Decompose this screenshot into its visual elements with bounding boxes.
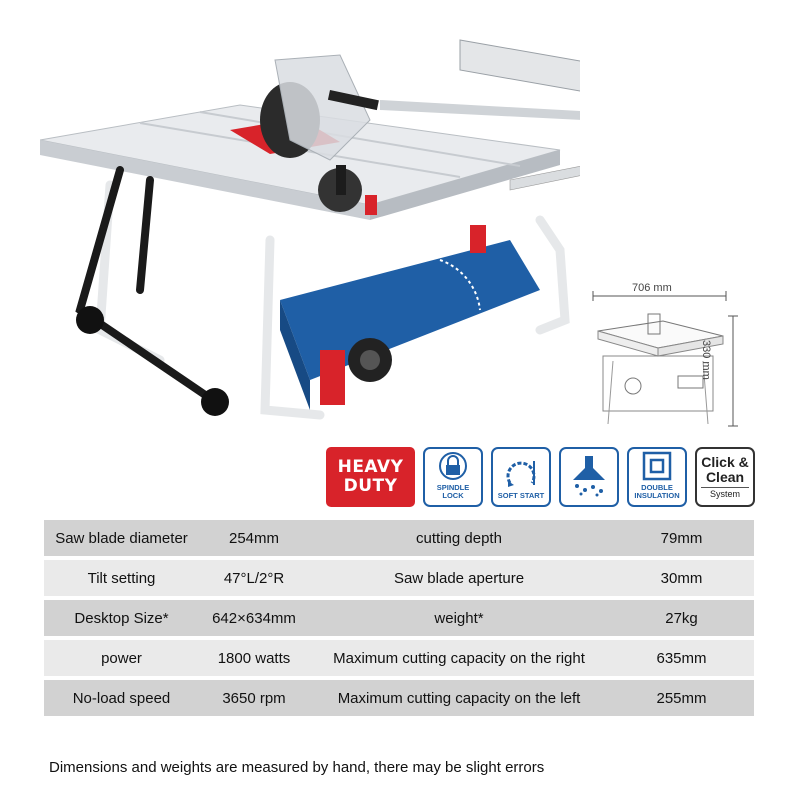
- spec-value: 30mm: [609, 560, 754, 596]
- table-row: No-load speed 3650 rpm Maximum cutting c…: [44, 680, 754, 716]
- wheel: [76, 306, 104, 334]
- spec-label: weight*: [309, 600, 609, 636]
- double-insulation-label: DOUBLE INSULATION: [634, 483, 680, 500]
- wheel: [201, 388, 229, 416]
- table-row: Desktop Size* 642×634mm weight* 27kg: [44, 600, 754, 636]
- heavy-duty-text: HEAVY DUTY: [337, 457, 404, 496]
- spec-value: 642×634mm: [199, 600, 309, 636]
- double-insulation-badge: DOUBLE INSULATION: [627, 447, 687, 507]
- spindle-lock-badge: SPINDLE LOCK: [423, 447, 483, 507]
- spec-value: 1800 watts: [199, 640, 309, 676]
- spec-table: Saw blade diameter 254mm cutting depth 7…: [44, 516, 754, 720]
- table-row: Saw blade diameter 254mm cutting depth 7…: [44, 520, 754, 556]
- spec-label: power: [44, 640, 199, 676]
- width-dimension-label: 706 mm: [632, 282, 672, 294]
- stand-legs-dark: [75, 166, 224, 409]
- spec-value: 79mm: [609, 520, 754, 556]
- spindle-lock-label: SPINDLE LOCK: [436, 483, 470, 500]
- soft-start-badge: SOFT START: [491, 447, 551, 507]
- double-square-icon: [642, 451, 672, 481]
- click-clean-subtitle: System: [701, 487, 749, 499]
- spec-label: Desktop Size*: [44, 600, 199, 636]
- spec-label: Saw blade diameter: [44, 520, 199, 556]
- dimension-diagram: 706 mm 330 mm: [588, 276, 748, 436]
- spec-label: Maximum cutting capacity on the left: [309, 680, 609, 716]
- spec-value: 635mm: [609, 640, 754, 676]
- spec-label: Saw blade aperture: [309, 560, 609, 596]
- spec-value: 3650 rpm: [199, 680, 309, 716]
- spec-value: 27kg: [609, 600, 754, 636]
- miter-gauge: [318, 165, 377, 215]
- click-clean-title: Click & Clean: [701, 454, 749, 485]
- measurement-disclaimer: Dimensions and weights are measured by h…: [49, 759, 545, 776]
- blade-guard: [260, 54, 379, 161]
- spec-value: 47°L/2°R: [199, 560, 309, 596]
- table-saw-image: [40, 39, 580, 420]
- motor-housing: [280, 225, 540, 410]
- fence-rail: [380, 39, 580, 191]
- dust-extraction-icon: [573, 455, 605, 496]
- feature-badges: HEAVY DUTY SPINDLE LOCK SOFT START: [326, 447, 755, 507]
- spec-value: 254mm: [199, 520, 309, 556]
- spec-label: No-load speed: [44, 680, 199, 716]
- lock-icon: [439, 452, 467, 480]
- click-clean-badge: Click & Clean System: [695, 447, 755, 507]
- dust-extraction-badge: [559, 447, 619, 507]
- spec-value: 255mm: [609, 680, 754, 716]
- spec-label: cutting depth: [309, 520, 609, 556]
- soft-start-icon: [506, 461, 536, 487]
- table-row: power 1800 watts Maximum cutting capacit…: [44, 640, 754, 676]
- dimension-sketch: [592, 291, 738, 427]
- table-row: Tilt setting 47°L/2°R Saw blade aperture…: [44, 560, 754, 596]
- soft-start-label: SOFT START: [497, 491, 545, 500]
- spec-label: Tilt setting: [44, 560, 199, 596]
- heavy-duty-badge: HEAVY DUTY: [326, 447, 415, 507]
- spec-label: Maximum cutting capacity on the right: [309, 640, 609, 676]
- height-dimension-label: 330 mm: [700, 340, 712, 380]
